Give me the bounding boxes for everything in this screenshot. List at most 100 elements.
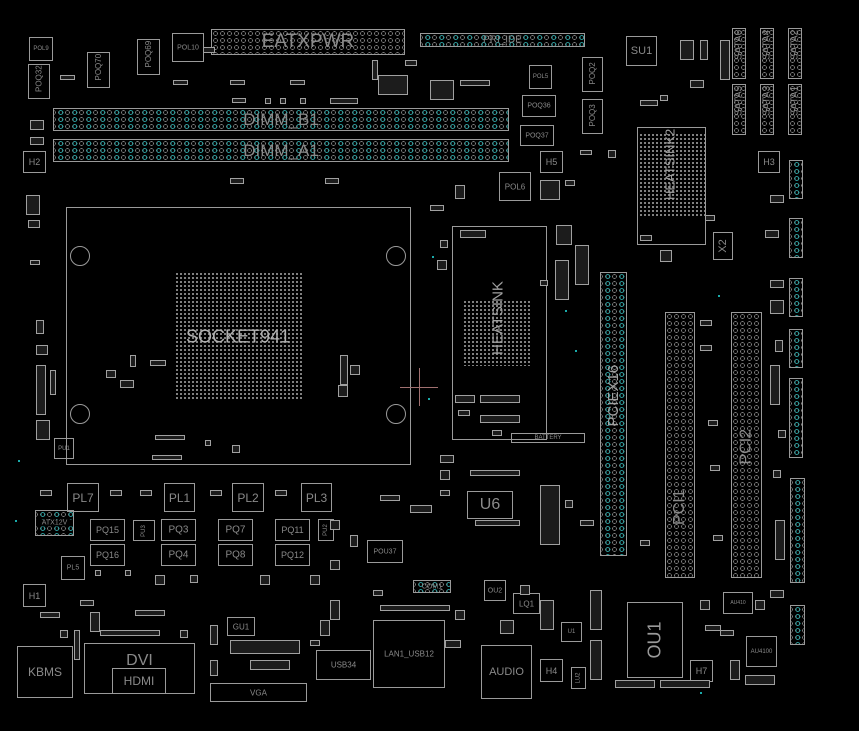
pol5-inductor[interactable]: POL5 [529,65,552,89]
pl1-inductor[interactable]: PL1 [164,483,195,512]
h4-mount-hole[interactable]: H4 [540,659,563,682]
smd-component [437,260,447,270]
battery[interactable]: BATTERY [511,433,585,443]
smd-component [155,575,165,585]
heatsink2-outline[interactable] [637,127,706,245]
pq3-mosfet[interactable]: PQ3 [161,519,196,541]
ou1-chip[interactable]: OU1 [627,602,683,678]
dimm-b1-slot[interactable]: DIMM_B1 [53,108,509,131]
pou37-chip[interactable]: POU37 [367,540,403,563]
pol9-inductor[interactable]: POL9 [29,37,53,61]
audio-connector[interactable]: AUDIO [481,645,532,699]
sata6-connector[interactable]: SATA6 [732,28,746,79]
pci2-label: PCI2 [737,429,755,465]
pu3-chip[interactable]: PU3 [133,520,155,541]
header-connector[interactable] [789,218,803,258]
usb34-connector[interactable]: USB34 [316,650,371,680]
dimm-a1-slot[interactable]: DIMM_A1 [53,139,509,162]
su1-chip[interactable]: SU1 [626,36,657,66]
header-connector[interactable] [790,478,805,583]
pu1-label: PU1 [58,445,70,452]
hdmi-connector[interactable]: HDMI [112,668,166,694]
smd-component [90,612,100,632]
pl5-inductor[interactable]: PL5 [61,556,85,580]
heatsink-outline[interactable] [452,226,547,440]
cpu-socket[interactable] [66,207,411,465]
poq3-mosfet[interactable]: POQ3 [582,99,603,134]
smd-component [615,680,655,688]
header-connector[interactable] [789,378,803,458]
pri-ide-connector[interactable]: PRI_IDE [420,33,585,47]
header-connector[interactable] [789,278,803,317]
h1-mount-hole[interactable]: H1 [23,584,46,607]
au4100-chip[interactable]: AU4100 [746,636,777,667]
pq11-mosfet[interactable]: PQ11 [275,519,310,541]
pq12-mosfet[interactable]: PQ12 [275,544,310,566]
smd-component [210,660,218,676]
pu1-chip[interactable]: PU1 [54,438,74,459]
h5-mount-hole[interactable]: H5 [540,151,563,173]
smd-component [410,505,432,513]
pol10-inductor[interactable]: POL10 [172,33,204,62]
au410-chip[interactable]: AU410 [723,592,753,614]
poq37-mosfet[interactable]: POQ37 [520,125,554,146]
pq7-mosfet[interactable]: PQ7 [218,519,253,541]
socket-mount-hole [70,404,90,424]
h2-mount-hole[interactable]: H2 [23,151,46,173]
ou2-chip[interactable]: OU2 [484,580,506,601]
pu2-chip[interactable]: PU2 [318,519,334,541]
sata5-connector[interactable]: SATA5 [732,84,746,135]
header-connector[interactable] [790,605,805,645]
smd-component [455,395,475,403]
vga-connector[interactable]: VGA [210,683,307,702]
pl2-inductor[interactable]: PL2 [232,483,264,512]
smd-component [580,150,592,155]
smd-component [708,420,718,426]
sata2-connector[interactable]: SATA2 [788,28,802,79]
smd-component [280,98,286,104]
atx12v-connector[interactable]: ATX12V [35,510,74,536]
sata1-connector[interactable]: SATA1 [788,84,802,135]
poq70-mosfet[interactable]: POQ70 [87,52,110,88]
poq32-mosfet[interactable]: POQ32 [28,64,50,99]
poq36-mosfet[interactable]: POQ36 [522,95,556,117]
h7-mount-hole[interactable]: H7 [690,660,713,682]
poq69-mosfet[interactable]: POQ69 [137,39,160,75]
pci2-slot[interactable]: PCI2 [731,312,762,578]
pq4-mosfet[interactable]: PQ4 [161,544,196,566]
x2-crystal[interactable]: X2 [713,232,733,260]
pol6-inductor[interactable]: POL6 [499,172,531,201]
smd-component [720,630,734,636]
eatxpwr-connector[interactable]: EATXPWR [211,29,405,55]
poq2-mosfet[interactable]: POQ2 [582,57,603,92]
smd-component [705,215,715,221]
pl7-inductor[interactable]: PL7 [67,483,99,512]
h3-mount-hole[interactable]: H3 [758,151,780,173]
lq1-chip[interactable]: LQ1 [513,593,540,614]
pl7-label: PL7 [72,490,94,505]
gu1-chip[interactable]: GU1 [227,617,255,636]
lan1-usb12-connector[interactable]: LAN1_USB12 [373,620,445,688]
smd-component [110,490,122,496]
u6-chip[interactable]: U6 [467,491,513,519]
sata1-label: SATA1 [789,85,801,116]
lu2-chip[interactable]: LU2 [571,667,586,689]
sata4-connector[interactable]: SATA4 [760,28,774,79]
pl5-label: PL5 [66,564,80,572]
pci1-slot[interactable]: PCI1 [665,312,695,578]
header-connector[interactable] [789,160,803,199]
smd-component [690,80,704,88]
sata3-connector[interactable]: SATA3 [760,84,774,135]
pq15-label: PQ15 [95,525,119,535]
header-connector[interactable] [789,329,803,368]
smd-component [745,675,775,685]
com1-header[interactable]: COM1 [413,580,451,593]
u1-chip[interactable]: U1 [561,622,582,642]
kbms-connector[interactable]: KBMS [17,646,73,698]
pq15-mosfet[interactable]: PQ15 [90,519,125,541]
pq8-mosfet[interactable]: PQ8 [218,544,253,566]
pciex16-slot[interactable]: PCIEX16 [600,272,627,556]
pq16-mosfet[interactable]: PQ16 [90,544,125,566]
smd-component [770,590,784,598]
pl3-inductor[interactable]: PL3 [301,483,332,512]
